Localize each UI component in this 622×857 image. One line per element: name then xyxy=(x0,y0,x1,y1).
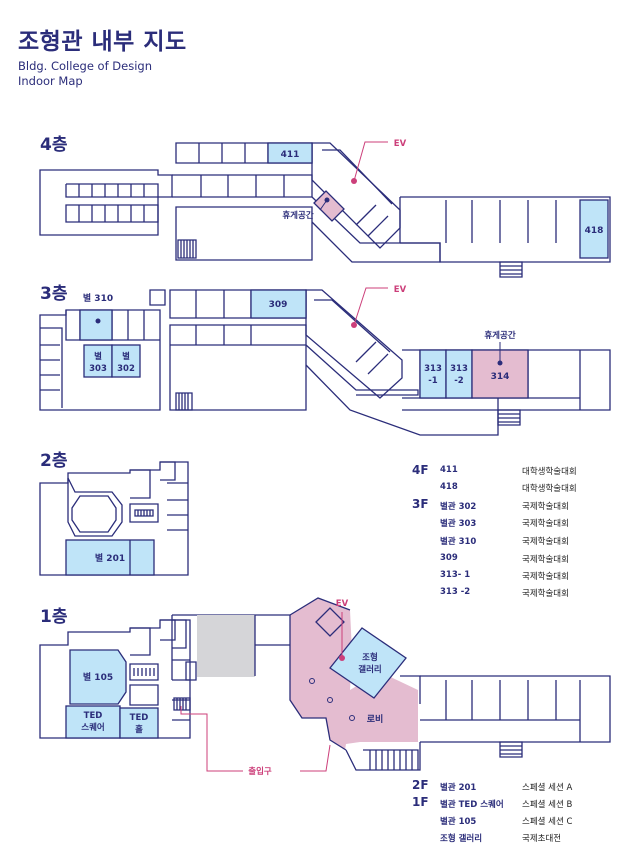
label-313-2-line1: 313 xyxy=(450,364,468,374)
room-313-1 xyxy=(419,349,447,399)
legend-event: 대학생학술대회 xyxy=(522,467,577,477)
legend-event: 국제초대전 xyxy=(522,834,562,844)
label-gallery-line1: 조형 xyxy=(362,652,378,663)
room-418 xyxy=(579,199,609,259)
rest-area-4f xyxy=(313,190,345,222)
room-313-2 xyxy=(445,349,473,399)
legend-event: 국제학술대회 xyxy=(522,519,569,529)
legend-room: 별관 310 xyxy=(440,537,477,547)
label-b303-line2: 303 xyxy=(89,364,107,374)
grey-block xyxy=(197,615,255,677)
floor-4-plan xyxy=(39,141,611,278)
legend-event: 국제학술대회 xyxy=(522,589,569,599)
page-title: 조형관 내부 지도 xyxy=(18,29,187,55)
subtitle-line-2: Indoor Map xyxy=(18,74,83,88)
legend-event: 스페셜 세션 C xyxy=(522,817,573,827)
room-ted-square xyxy=(65,705,121,739)
floor-3-label: 3층 xyxy=(40,284,68,304)
legend-event: 스페셜 세션 B xyxy=(522,800,573,810)
label-b302-line2: 302 xyxy=(117,364,135,374)
floor-3-plan xyxy=(39,287,611,436)
legend-room: 별관 201 xyxy=(440,783,477,793)
legend-event: 대학생학술대회 xyxy=(522,484,577,494)
legend-floor: 4F xyxy=(412,463,429,477)
legend-event: 국제학술대회 xyxy=(522,555,569,565)
label-b310: 별 310 xyxy=(83,292,113,304)
label-313-2-line2: -2 xyxy=(454,376,464,386)
room-b302 xyxy=(111,344,141,378)
room-309 xyxy=(250,289,307,319)
gallery-room xyxy=(329,627,407,699)
legend-room: 별관 105 xyxy=(440,817,477,827)
floor-2-label: 2층 xyxy=(40,451,68,471)
label-entrance: 출입구 xyxy=(248,766,272,777)
label-rest-4f: 휴게공간 xyxy=(282,210,313,221)
room-b310 xyxy=(79,309,113,341)
legend-floor: 3F xyxy=(412,497,429,511)
label-ev-1f: EV xyxy=(336,599,349,609)
legend-room: 313 -2 xyxy=(440,587,471,597)
legend-room: 313- 1 xyxy=(440,570,471,580)
legend-event: 국제학술대회 xyxy=(522,502,569,512)
room-411 xyxy=(267,142,313,164)
floor-2-plan xyxy=(39,461,189,576)
legend-floor: 1F xyxy=(412,795,429,809)
label-ev-4f: EV xyxy=(394,139,407,149)
label-309: 309 xyxy=(269,300,288,310)
label-lobby: 로비 xyxy=(367,713,384,725)
label-ev-3f: EV xyxy=(394,285,407,295)
lobby-area xyxy=(290,598,418,750)
label-418: 418 xyxy=(585,226,604,236)
label-rest-3f: 휴게공간 xyxy=(484,330,515,341)
label-gallery-line2: 갤러리 xyxy=(358,664,381,675)
floor-1-plan xyxy=(39,597,611,772)
legend-room: 309 xyxy=(440,553,458,563)
label-b105: 별 105 xyxy=(83,671,113,683)
label-313-1-line1: 313 xyxy=(424,364,442,374)
room-ted-hall xyxy=(119,707,159,739)
legend-room: 별관 303 xyxy=(440,519,477,529)
label-314: 314 xyxy=(491,372,510,382)
subtitle-line-1: Bldg. College of Design xyxy=(18,59,153,73)
legend-room: 별관 TED 스퀘어 xyxy=(440,800,504,810)
legend-room: 411 xyxy=(440,465,458,475)
room-b201 xyxy=(65,539,155,576)
label-ted-square-line2: 스퀘어 xyxy=(81,722,104,733)
legend-floor: 2F xyxy=(412,778,429,792)
label-313-1-line2: -1 xyxy=(428,376,438,386)
label-b303-line1: 별 xyxy=(94,351,102,362)
label-b302-line1: 별 xyxy=(122,351,130,362)
page-subtitle: Bldg. College of Design Indoor Map xyxy=(18,59,152,89)
legend-event: 스페셜 세션 A xyxy=(522,783,573,793)
legend-room: 조형 갤러리 xyxy=(440,834,483,844)
label-b201: 별 201 xyxy=(95,552,125,564)
floor-4-label: 4층 xyxy=(40,135,68,155)
label-411: 411 xyxy=(281,150,300,160)
legend-event: 국제학술대회 xyxy=(522,572,569,582)
floor-1-label: 1층 xyxy=(40,607,68,627)
label-ted-hall-line2: 홀 xyxy=(135,724,143,735)
label-ted-hall-line1: TED xyxy=(130,713,149,723)
legend-room: 별관 302 xyxy=(440,502,477,512)
room-b105 xyxy=(69,649,127,705)
legend-room: 418 xyxy=(440,482,458,492)
label-ted-square-line1: TED xyxy=(84,711,103,721)
legend-event: 국제학술대회 xyxy=(522,537,569,547)
